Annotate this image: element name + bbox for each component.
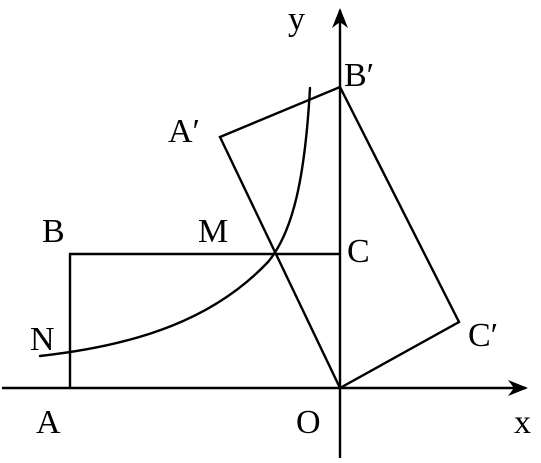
x-axis-label: x [514,404,531,441]
hyperbola-curve [38,86,312,358]
point-label-c-prime: C′ [468,317,498,354]
point-label-n: N [30,321,55,358]
point-label-b-prime: B′ [344,57,374,94]
point-label-c: C [347,233,370,270]
point-label-a: A [36,404,61,441]
point-label-m: M [198,213,228,250]
rectangle-oabc [68,252,340,388]
rectangle-oa'b'c' [218,85,461,390]
y-axis-label: y [288,1,305,38]
point-label-b: B [42,213,65,250]
point-label-a-prime: A′ [168,113,200,150]
point-label-o: O [296,404,321,441]
